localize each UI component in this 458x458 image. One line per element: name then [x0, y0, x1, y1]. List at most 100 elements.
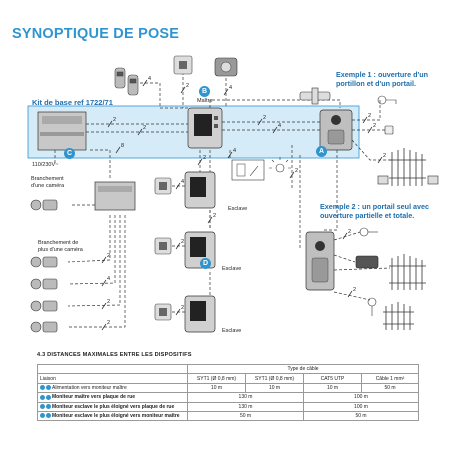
column-header: CAT5 UTP [303, 373, 362, 384]
master-monitor-icon [187, 107, 223, 149]
branch-one-camera: Branchement d'une caméra [31, 176, 65, 189]
bell-icon [214, 57, 238, 77]
wire-count: 2 [348, 229, 351, 235]
wire-count: 2 [383, 153, 386, 159]
marker-d: D [200, 258, 211, 269]
wire-count: 4 [181, 179, 184, 185]
wire-count: 4 [233, 148, 236, 154]
wire-slash [223, 88, 229, 96]
wires [54, 72, 392, 328]
marker-b: B [199, 86, 210, 97]
wire-slash [377, 156, 383, 164]
marker-c: C [64, 148, 75, 159]
wire-slash [101, 279, 107, 287]
wire-slash [347, 290, 353, 298]
wire-slash [367, 126, 373, 134]
page-title: SYNOPTIQUE DE POSE [12, 26, 180, 42]
street-plate-icon [319, 109, 353, 151]
column-header: Câble 1 mm² [360, 373, 420, 384]
wire-count: 4 [107, 276, 110, 282]
door-lock-icon [299, 87, 331, 105]
wire-cam3 [67, 215, 116, 285]
wire-slash [272, 126, 278, 134]
wire-slash [101, 256, 107, 264]
wire-count: 2 [203, 155, 206, 161]
marker-a: A [316, 146, 327, 157]
liaison-header: Liaison [37, 373, 188, 384]
example1-title: Exemple 1 : ouverture d'un portillon et … [336, 70, 428, 88]
wire-count: 4 [278, 123, 281, 129]
power-label: 110/230V~ [32, 162, 59, 168]
street-plate-2-icon [305, 231, 335, 291]
table-row: Moniteur maître vers plaque de rue 130 m… [37, 392, 420, 403]
table-row: Alimentation vers moniteur maître 10 m 1… [37, 382, 420, 394]
wire-slash [107, 120, 113, 128]
wire-count: 2 [186, 83, 189, 89]
wire-cam4 [67, 215, 121, 307]
wire-slash [342, 232, 348, 240]
wire-count: 2 [107, 299, 110, 305]
wire-ex2-motor [333, 254, 356, 263]
key-icon-2 [359, 227, 378, 237]
wire-count: 2 [107, 253, 110, 259]
slave-monitor-icon-3 [184, 295, 216, 333]
example2-title: Exemple 2 : un portail seul avec ouvertu… [320, 202, 430, 220]
slave-monitor-icon-1 [184, 171, 216, 209]
cable-type-header: Type de câble [186, 363, 420, 375]
gate-motor-icon [377, 175, 439, 185]
wire-slash [175, 242, 181, 250]
gate-icon-1 [389, 148, 426, 186]
kit-label: Kit de base ref 1722/71 [32, 98, 113, 107]
pushbutton-icon [173, 55, 193, 75]
wire-slash [180, 86, 186, 94]
gate-motor-2-icon [355, 255, 379, 269]
power-supply-icon [37, 111, 87, 151]
slave-label-1: Esclave [228, 206, 248, 212]
wire-count: 4 [148, 76, 151, 82]
key-icon [377, 95, 397, 105]
slave-label-3: Esclave [222, 328, 242, 334]
lock-icon-2 [367, 297, 377, 316]
distance-table: Type de câble Liaison SYT1 (Ø 0,8 mm) SY… [37, 363, 420, 422]
wire-count: 2 [368, 113, 371, 119]
table-corner [37, 363, 188, 375]
master-label: Maître [197, 98, 213, 104]
slave-label-2: Esclave [222, 266, 242, 272]
wire-slash [175, 308, 181, 316]
wire-count: 2 [181, 305, 184, 311]
branch-many-cameras: Branchement de plus d'une caméra [38, 240, 83, 253]
column-header: SYT1 (Ø 0,8 mm) [187, 373, 246, 384]
table-row: Moniteur esclave le plus éloigné vers mo… [37, 410, 420, 422]
wire-lock [352, 100, 381, 121]
wire-interface [90, 149, 111, 180]
wire-count: 2 [353, 287, 356, 293]
wire-slash [101, 302, 107, 310]
wire-ex2-key [333, 231, 361, 241]
wire-cam2 [67, 215, 111, 263]
wire-slash [362, 116, 368, 124]
wire-top [209, 99, 341, 108]
column-header: SYT1 (Ø 0,8 mm) [245, 373, 304, 384]
wire-count: 2 [107, 320, 110, 326]
table-row: Moniteur esclave le plus éloigné vers pl… [37, 401, 420, 412]
keyfob-icon [114, 67, 139, 96]
wire-count: 2 [263, 115, 266, 121]
wire-plate2 [322, 150, 338, 231]
wire-slash [101, 323, 107, 331]
camera-icons [30, 199, 58, 333]
wire-ex2-gate [333, 267, 391, 271]
relay-icon [231, 159, 265, 181]
gate-icon-2 [383, 254, 426, 330]
wire-count: 2 [113, 117, 116, 123]
light-icon [269, 157, 291, 173]
wire-count: 2 [143, 125, 146, 131]
wire-slash [142, 79, 148, 87]
wire-slash [115, 146, 121, 154]
wire-count: 2 [181, 239, 184, 245]
wire-slash [289, 171, 295, 179]
wire-ex2-lock [333, 291, 371, 301]
section-title: 4.3 DISTANCES MAXIMALES ENTRE LES DISPOS… [37, 352, 192, 358]
camera-interface-icon [94, 181, 136, 211]
